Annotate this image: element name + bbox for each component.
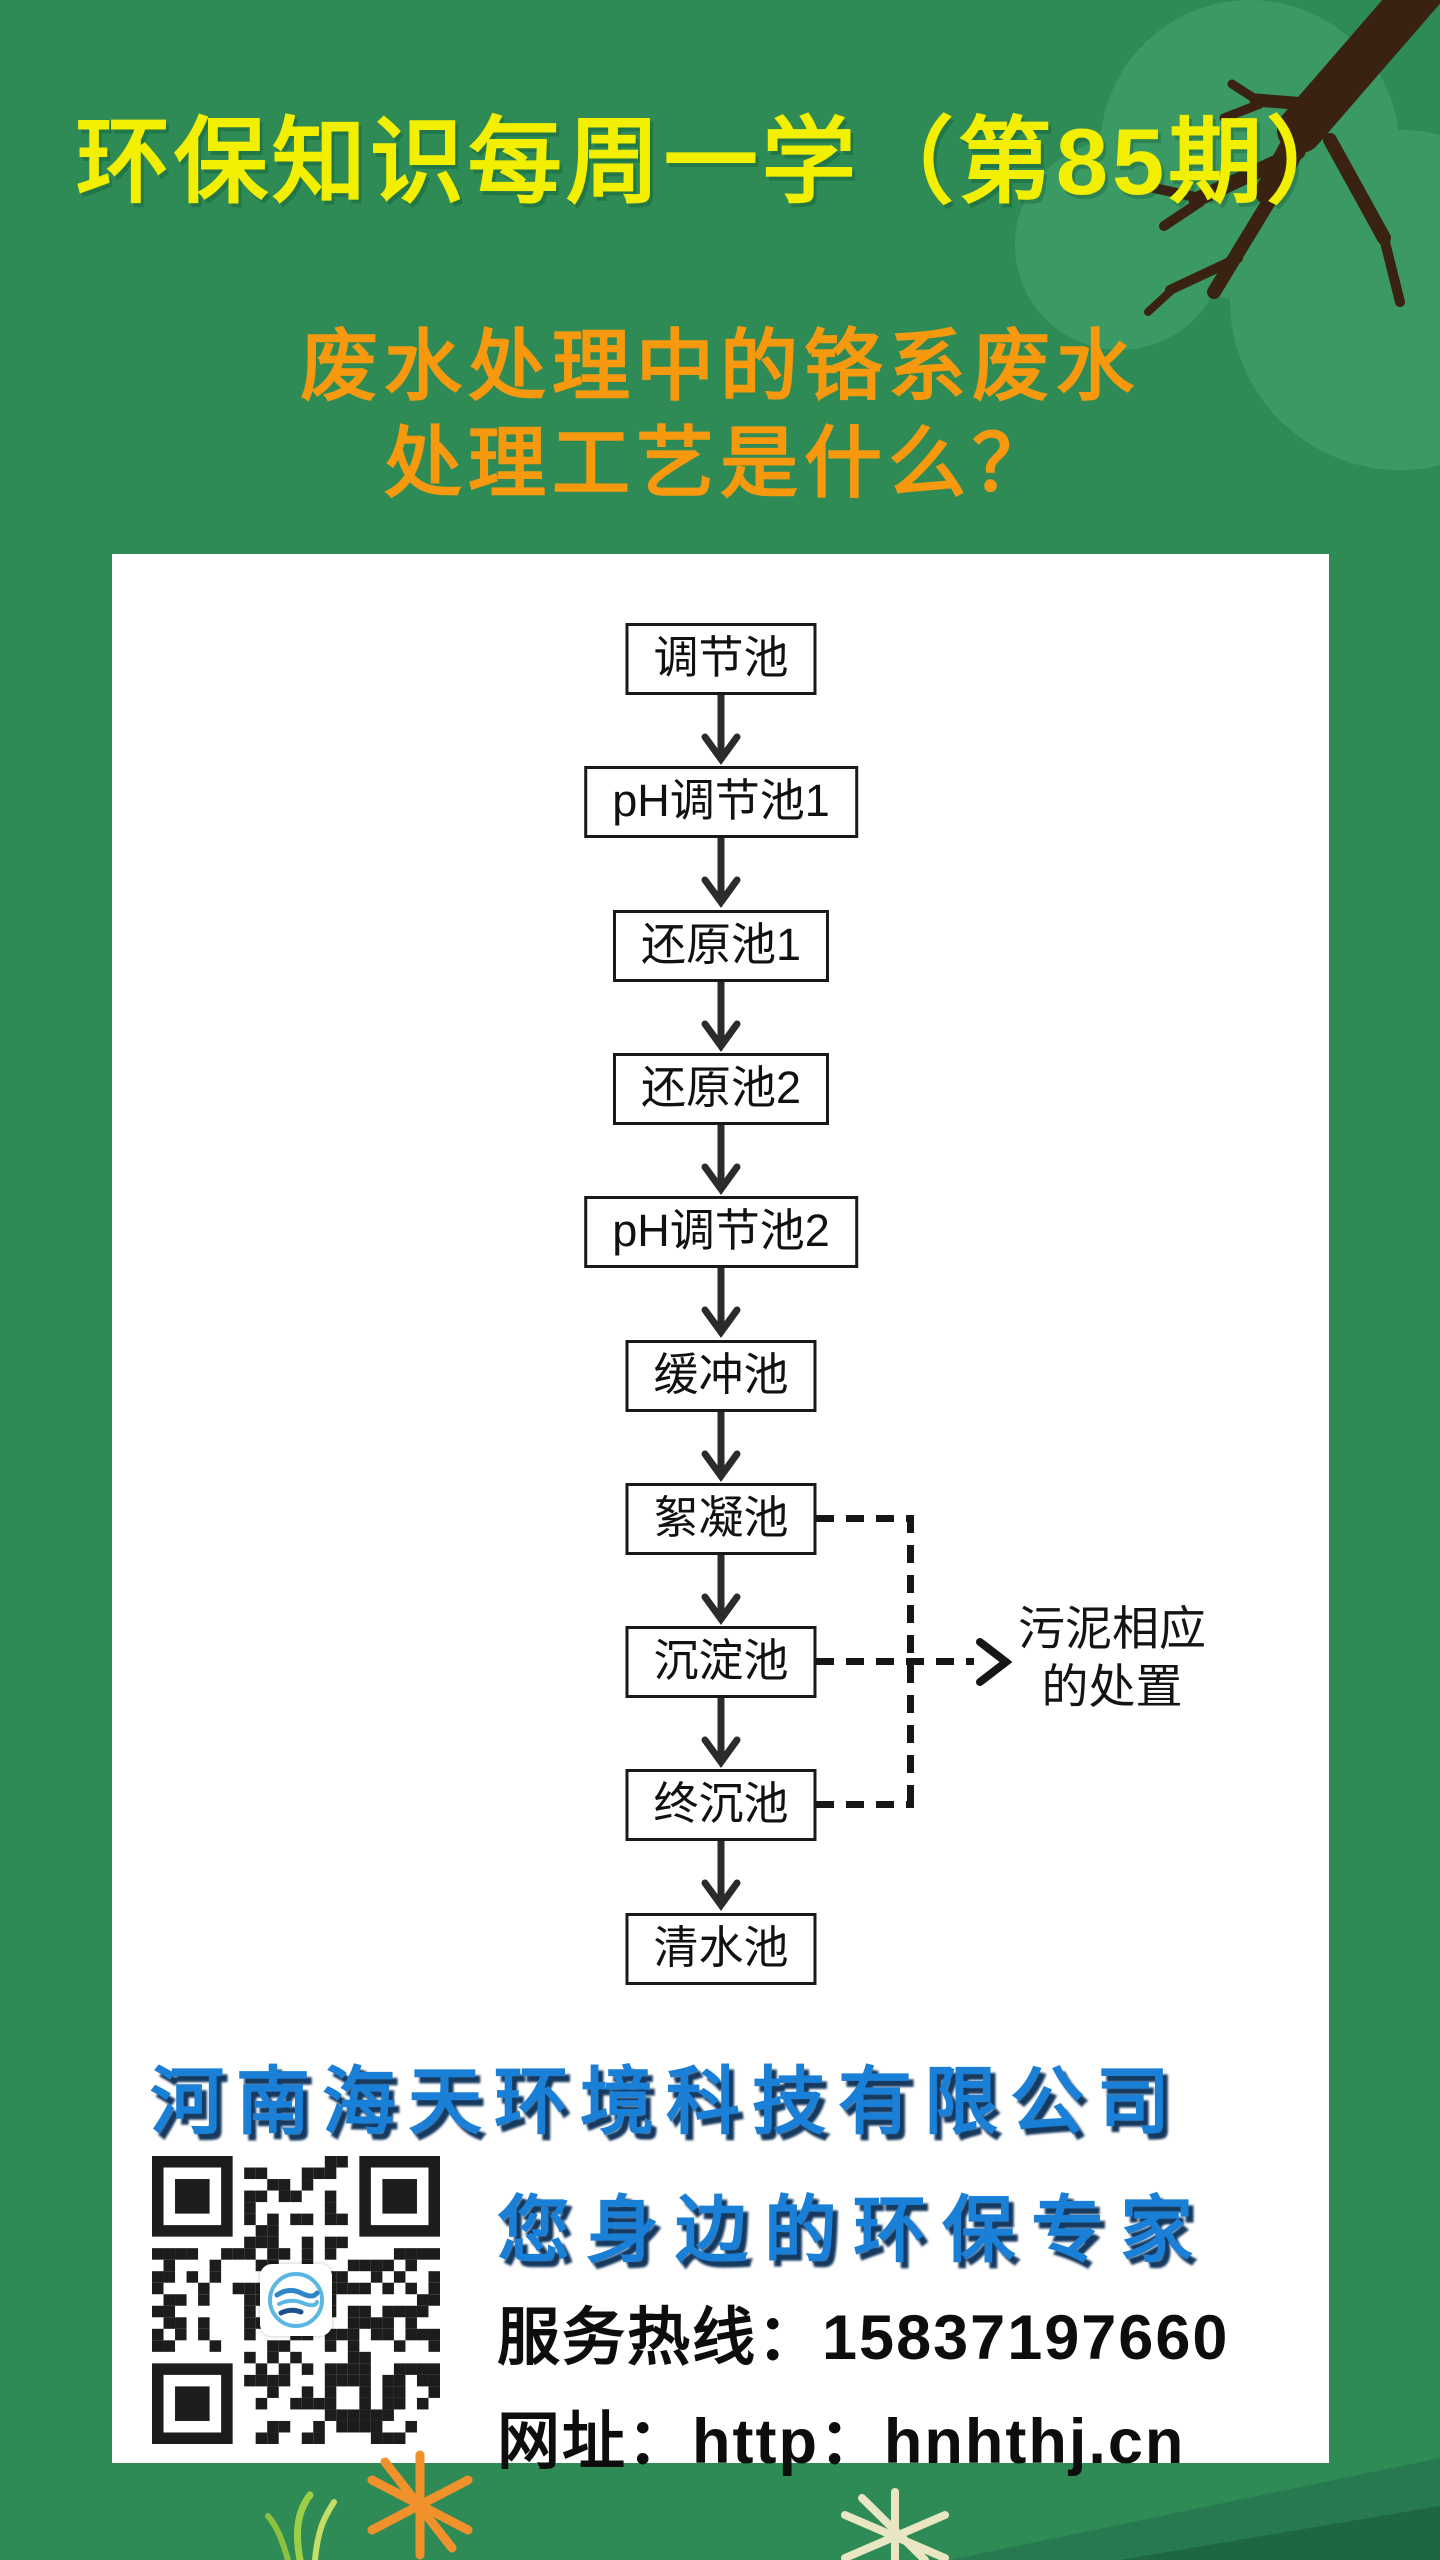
bottom-decorations — [265, 2450, 1440, 2560]
question-line-1: 废水处理中的铬系废水 — [299, 322, 1140, 410]
flowchart-node: 还原池2 — [612, 1052, 830, 1125]
down-arrow-icon — [701, 1124, 741, 1195]
service-hotline: 服务热线：15837197660 — [497, 2303, 1230, 2373]
pale-sparkle-icon — [841, 2488, 949, 2560]
down-arrow-icon — [701, 1411, 741, 1482]
website: 网址：http：hnhthj.cn — [497, 2407, 1186, 2477]
foliage-circle — [1230, 130, 1440, 470]
sludge-note-line-1: 污泥相应 — [1018, 1602, 1206, 1655]
sludge-note: 污泥相应 的处置 — [997, 1600, 1227, 1716]
dashed-line-flocculation — [816, 1515, 914, 1522]
water-globe-logo-icon — [268, 2272, 324, 2328]
poster-title: 环保知识每周一学（第85期） — [75, 109, 1365, 214]
qr-center-logo — [260, 2264, 332, 2336]
down-arrow-icon — [701, 1554, 741, 1625]
flowchart-node: 终沉池 — [625, 1769, 817, 1842]
poster-question: 废水处理中的铬系废水 处理工艺是什么？ — [0, 318, 1440, 512]
down-arrow-icon — [701, 1268, 741, 1339]
down-arrow-icon — [701, 1841, 741, 1912]
down-arrow-icon — [701, 1698, 741, 1769]
flowchart-node: 沉淀池 — [625, 1626, 817, 1699]
dashed-right-arrow-icon — [976, 1638, 1012, 1686]
qr-code-icon — [152, 2156, 440, 2444]
branch-strokes — [1144, 0, 1440, 316]
down-arrow-icon — [701, 981, 741, 1052]
content-card: 调节池 pH调节池1 还原池1 还原池2 pH调节池2 缓冲池絮凝池沉淀池终沉池清水池 污… — [112, 554, 1329, 2477]
qr-modules — [152, 2156, 440, 2444]
down-arrow-icon — [701, 695, 741, 765]
flowchart-node: 清水池 — [625, 1912, 817, 1985]
down-arrow-icon — [701, 838, 741, 909]
company-name: 河南海天环境科技有限公司 — [150, 2060, 1182, 2143]
slogan: 您身边的环保专家 — [497, 2190, 1209, 2271]
dashed-line-final-settling — [816, 1801, 914, 1808]
flowchart-node: 絮凝池 — [625, 1482, 817, 1555]
tree-branch-icon — [1015, 0, 1440, 470]
flowchart-node: pH调节池2 — [584, 1196, 858, 1269]
sludge-note-line-2: 的处置 — [1041, 1660, 1183, 1713]
flowchart-node: 还原池1 — [612, 909, 830, 982]
grass-tuft-icon — [265, 2491, 337, 2560]
corner-leaf-dark — [1120, 2506, 1440, 2560]
dashed-line-sedimentation — [816, 1658, 974, 1665]
flowchart-node: pH调节池1 — [584, 766, 858, 839]
question-line-2: 处理工艺是什么？ — [383, 419, 1056, 507]
orange-sparkle-icon — [367, 2450, 473, 2560]
flowchart-node: 调节池 — [625, 623, 817, 695]
flowchart-node: 缓冲池 — [625, 1339, 817, 1412]
